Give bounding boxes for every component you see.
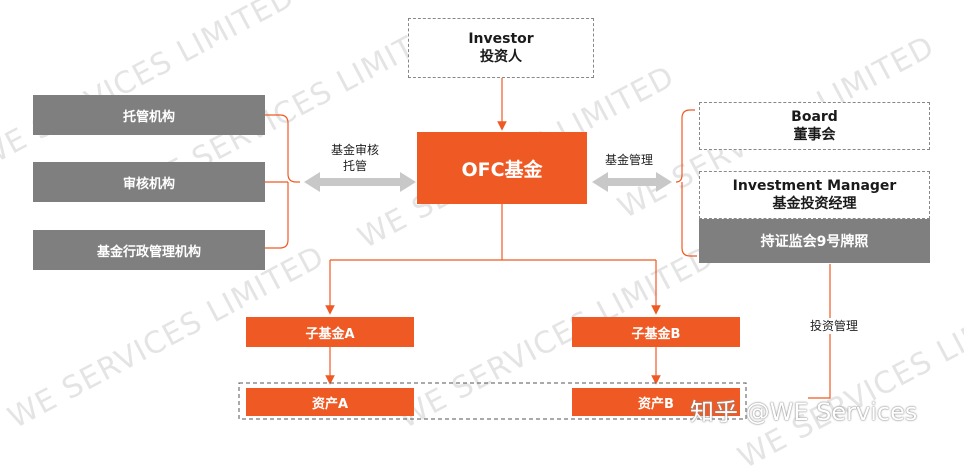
custodian-label: 托管机构 bbox=[122, 109, 175, 125]
board-label-zh: 董事会 bbox=[793, 127, 836, 143]
left-arrow-label-line1: 基金审核 bbox=[330, 143, 379, 157]
connector-lines bbox=[238, 78, 831, 420]
board-label-en: Board bbox=[791, 108, 838, 125]
right-arrow-label-text: 基金管理 bbox=[604, 153, 653, 167]
left-double-arrow bbox=[304, 172, 416, 192]
investor-box: Investor 投资人 bbox=[408, 18, 594, 78]
sub-fund-a-box: 子基金A bbox=[246, 317, 414, 347]
left-bracket bbox=[265, 114, 300, 249]
assets-frame bbox=[238, 382, 747, 420]
zhihu-watermark: 知乎 @WE Services bbox=[690, 392, 917, 427]
auditor-label: 审核机构 bbox=[122, 176, 175, 192]
sub-fund-b-box: 子基金B bbox=[572, 317, 740, 347]
investment-management-label-text: 投资管理 bbox=[809, 319, 858, 333]
investment-manager-box: Investment Manager 基金投资经理 bbox=[699, 171, 930, 219]
investment-management-line bbox=[808, 264, 831, 399]
right-bracket bbox=[675, 109, 697, 257]
investment-manager-label-zh: 基金投资经理 bbox=[772, 196, 857, 212]
sub-fund-a-label: 子基金A bbox=[305, 326, 355, 342]
asset-b-box: 资产B bbox=[572, 388, 740, 416]
investment-management-label: 投资管理 bbox=[796, 318, 872, 335]
right-double-arrow bbox=[592, 172, 672, 192]
left-arrow-label-line2: 托管 bbox=[342, 159, 367, 174]
investor-label-zh: 投资人 bbox=[480, 49, 522, 65]
fund-administrator-label: 基金行政管理机构 bbox=[96, 244, 201, 260]
right-arrow-label: 基金管理 bbox=[594, 152, 664, 168]
investor-label-en: Investor bbox=[468, 30, 534, 47]
board-box: Board 董事会 bbox=[699, 102, 930, 150]
investment-manager-label-en: Investment Manager bbox=[732, 177, 897, 194]
zhihu-watermark-text: 知乎 @WE Services bbox=[690, 398, 918, 426]
asset-b-label: 资产B bbox=[638, 396, 674, 412]
ofc-fund-label: OFC基金 bbox=[461, 158, 543, 181]
ofc-fund-box: OFC基金 bbox=[417, 132, 587, 204]
fund-administrator-box: 基金行政管理机构 bbox=[33, 230, 265, 270]
left-arrow-label: 基金审核 托管 bbox=[312, 142, 398, 174]
license-label: 持证监会9号牌照 bbox=[760, 234, 869, 250]
custodian-box: 托管机构 bbox=[33, 95, 265, 135]
asset-a-box: 资产A bbox=[246, 388, 414, 416]
license-box: 持证监会9号牌照 bbox=[699, 219, 930, 263]
auditor-box: 审核机构 bbox=[33, 162, 265, 202]
asset-a-label: 资产A bbox=[311, 396, 349, 412]
sub-fund-b-label: 子基金B bbox=[631, 326, 681, 342]
